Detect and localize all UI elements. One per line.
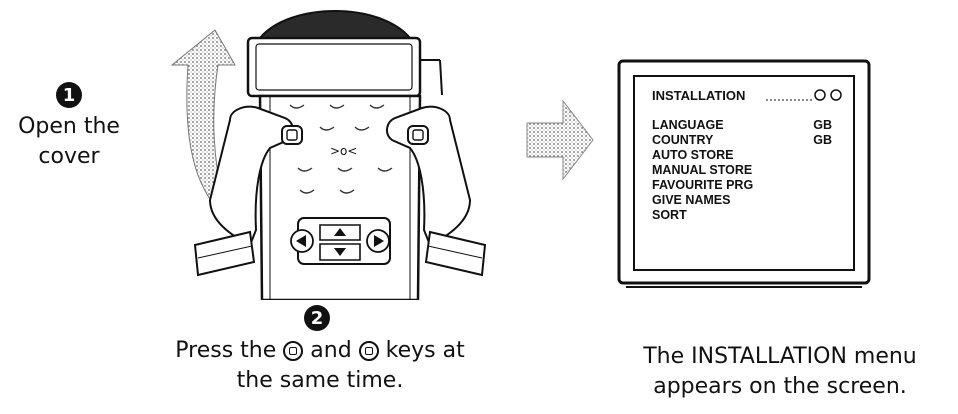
- step-1-caption: Open the cover: [0, 112, 138, 172]
- tv-menu-list: LANGUAGE GB COUNTRY GB AUTO STORE MANUAL…: [652, 118, 832, 223]
- result-caption: The INSTALLATION menu appears on the scr…: [610, 342, 950, 402]
- list-item: AUTO STORE: [652, 148, 832, 163]
- list-item: MANUAL STORE: [652, 163, 832, 178]
- step-2-caption-line1: Press the and keys at: [140, 336, 500, 366]
- right-arrow-icon: [526, 99, 594, 181]
- menu-item-label: AUTO STORE: [652, 148, 734, 162]
- menu-key-icon: [358, 341, 379, 361]
- list-item: GIVE NAMES: [652, 193, 832, 208]
- menu-item-label: GIVE NAMES: [652, 193, 731, 207]
- list-item: COUNTRY GB: [652, 133, 832, 148]
- menu-item-value: GB: [813, 133, 832, 147]
- step-2-caption-part2: and: [310, 338, 352, 363]
- menu-key-icon: [283, 341, 304, 361]
- remote-control-icon: >o<: [193, 10, 487, 300]
- tv-menu-title: INSTALLATION: [652, 88, 746, 103]
- step-2-caption: Press the and keys at the same time.: [140, 336, 500, 396]
- step-2-caption-part3: keys at: [385, 338, 465, 363]
- tv-screen-icon: INSTALLATION LANGUAGE GB COUNTRY GB AUTO…: [616, 58, 872, 290]
- result-caption-line2: appears on the screen.: [653, 374, 907, 399]
- step-1-caption-line1: Open the: [18, 114, 120, 139]
- step-2-caption-part1: Press the: [175, 338, 277, 363]
- svg-text:>o<: >o<: [330, 144, 357, 158]
- list-item: SORT: [652, 208, 832, 223]
- list-item: FAVOURITE PRG: [652, 178, 832, 193]
- menu-item-label: LANGUAGE: [652, 118, 724, 132]
- step-1-caption-line2: cover: [38, 144, 100, 169]
- list-item: LANGUAGE GB: [652, 118, 832, 133]
- menu-item-label: FAVOURITE PRG: [652, 178, 754, 192]
- menu-item-value: GB: [813, 118, 832, 132]
- menu-item-label: MANUAL STORE: [652, 163, 753, 177]
- step-1-badge: 1: [56, 82, 82, 108]
- result-caption-line1: The INSTALLATION menu: [643, 344, 917, 369]
- menu-item-label: SORT: [652, 208, 687, 222]
- step-2-caption-line2: the same time.: [236, 368, 404, 393]
- menu-item-label: COUNTRY: [652, 133, 714, 147]
- step-2-badge: 2: [304, 305, 330, 331]
